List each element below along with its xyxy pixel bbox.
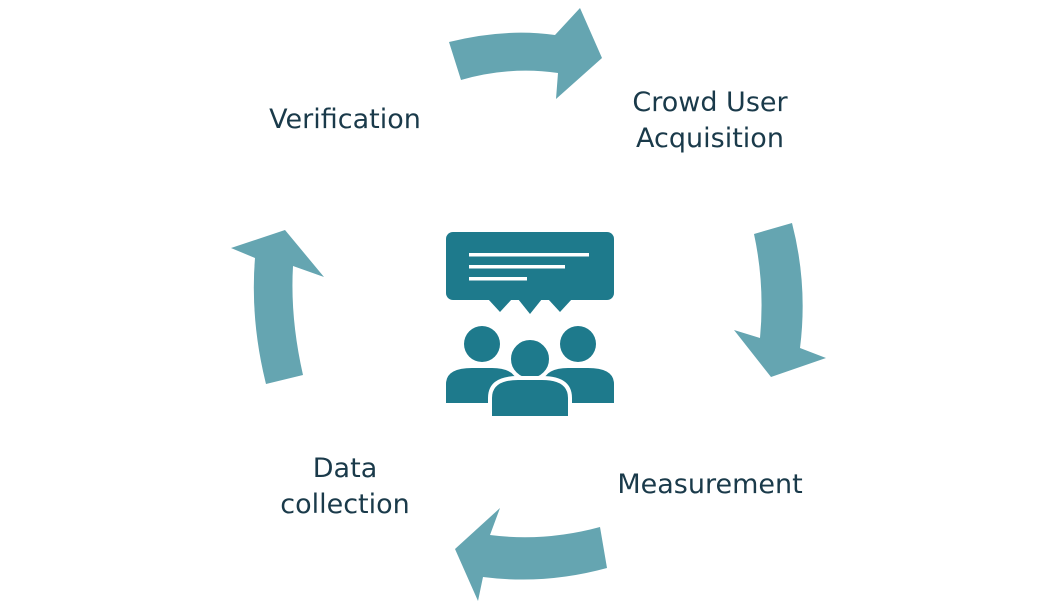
step-measurement-label: Measurement: [590, 467, 830, 503]
step-data-line2: collection: [280, 489, 410, 520]
step-crowd-line2: Acquisition: [636, 123, 784, 154]
step-verification-label: Verification: [245, 102, 445, 138]
people-icon: [446, 326, 614, 420]
step-verification-line1: Verification: [269, 104, 421, 135]
arrow-left: [231, 230, 324, 384]
step-measurement-line1: Measurement: [617, 469, 803, 500]
step-data-collection-label: Data collection: [250, 451, 440, 523]
step-crowd-line1: Crowd User: [632, 87, 788, 118]
arrow-bottom: [455, 508, 607, 601]
step-crowd-user-acquisition-label: Crowd User Acquisition: [590, 85, 830, 157]
arrow-top: [449, 8, 602, 99]
speech-bubble-icon: [446, 232, 614, 314]
crowd-feedback-icon: [446, 232, 614, 420]
step-data-line1: Data: [312, 453, 378, 484]
arrow-right: [734, 223, 826, 377]
